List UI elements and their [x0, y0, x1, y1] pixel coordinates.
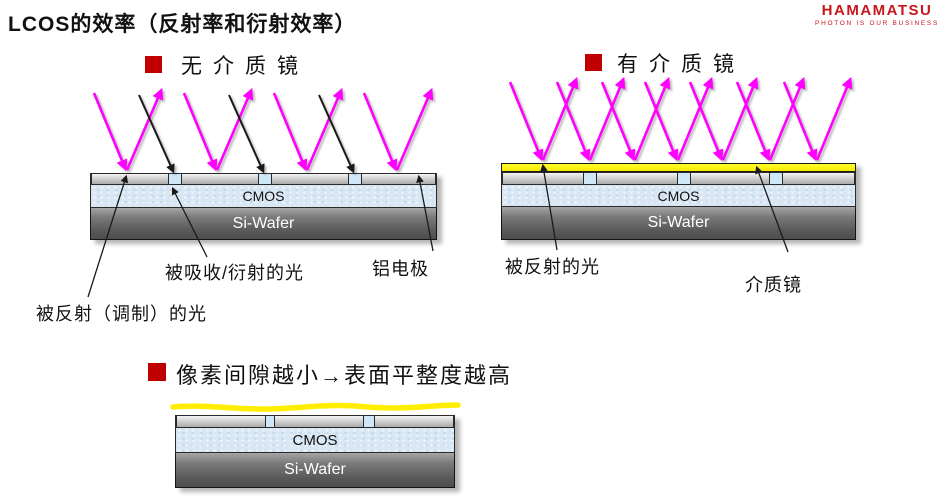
logo-wordmark: HAMAMATSU: [821, 2, 933, 19]
bullet-square-right: [585, 54, 602, 71]
al-electrode: [596, 173, 678, 184]
reflected-ray: [588, 76, 626, 161]
label-al-electrode: 铝电极: [372, 259, 429, 279]
cmos-label: CMOS: [292, 431, 338, 449]
incident-ray: [643, 81, 679, 162]
label-absorbed-light: 被吸收/衍射的光: [165, 263, 305, 283]
reflected-ray: [305, 87, 344, 171]
incident-ray: [362, 92, 398, 172]
page-title: LCOS的效率（反射率和衍射效率）: [8, 13, 357, 36]
electrode-row: [90, 173, 437, 185]
thin-mirror-film: [170, 402, 461, 412]
heading-with-mirror: 有介质镜: [617, 53, 745, 76]
incident-ray: [782, 81, 818, 162]
incident-ray: [555, 81, 591, 162]
bullet-square-left: [145, 56, 162, 73]
al-electrode: [176, 416, 266, 427]
al-electrode: [690, 173, 770, 184]
al-electrode: [361, 174, 436, 184]
cmos-layer: CMOS: [501, 185, 856, 207]
incident-ray: [182, 92, 218, 172]
cmos-label: CMOS: [242, 188, 285, 204]
incident-ray: [600, 81, 636, 162]
heading-no-mirror: 无介质镜: [181, 55, 309, 78]
reflected-ray: [768, 76, 806, 161]
cmos-layer: CMOS: [175, 428, 455, 453]
al-electrode: [271, 174, 349, 184]
si-wafer-label: Si-Wafer: [284, 461, 346, 478]
heading-pixel-gap: 像素间隙越小→表面平整度越高: [176, 363, 513, 388]
absorbed-ray: [228, 94, 265, 174]
al-electrode: [181, 174, 259, 184]
label-dielectric-mirror: 介质镜: [745, 275, 802, 295]
electrode-row: [501, 172, 856, 185]
cmos-label: CMOS: [657, 187, 700, 204]
reflected-ray: [395, 87, 434, 171]
dielectric-mirror-layer: [501, 163, 856, 172]
si-wafer-label: Si-Wafer: [232, 214, 295, 232]
absorbed-ray: [138, 94, 175, 174]
al-electrode: [274, 416, 364, 427]
al-electrode: [91, 174, 169, 184]
logo-tagline: PHOTON IS OUR BUSINESS: [815, 20, 939, 27]
si-wafer-layer: Si-Wafer: [90, 208, 437, 240]
reflected-ray: [721, 76, 759, 161]
incident-ray: [688, 81, 724, 162]
si-wafer-layer: Si-Wafer: [501, 207, 856, 240]
cmos-layer: CMOS: [90, 185, 437, 208]
reflected-ray: [125, 87, 164, 171]
lcos-stack-bottom: CMOS Si-Wafer: [175, 415, 455, 488]
incident-ray: [272, 92, 308, 172]
hamamatsu-logo: HAMAMATSU PHOTON IS OUR BUSINESS: [815, 3, 939, 27]
reflected-ray: [541, 76, 579, 161]
bullet-square-bottom: [148, 363, 166, 381]
label-modulated-light: 被反射（调制）的光: [36, 304, 207, 324]
al-electrode: [502, 173, 584, 184]
label-reflected-light: 被反射的光: [505, 257, 600, 277]
lcos-stack-right: CMOS Si-Wafer: [501, 163, 856, 240]
absorbed-ray: [318, 94, 355, 174]
reflected-ray: [815, 76, 853, 161]
si-wafer-label: Si-Wafer: [647, 214, 710, 231]
reflected-ray: [215, 87, 254, 171]
al-electrode: [782, 173, 855, 184]
incident-ray: [735, 81, 771, 162]
lcos-stack-left: CMOS Si-Wafer: [90, 173, 437, 240]
electrode-row: [175, 415, 455, 428]
incident-ray: [508, 81, 544, 162]
incident-ray: [92, 92, 128, 172]
reflected-ray: [676, 76, 714, 161]
si-wafer-layer: Si-Wafer: [175, 453, 455, 488]
al-electrode: [374, 416, 454, 427]
reflected-ray: [633, 76, 671, 161]
